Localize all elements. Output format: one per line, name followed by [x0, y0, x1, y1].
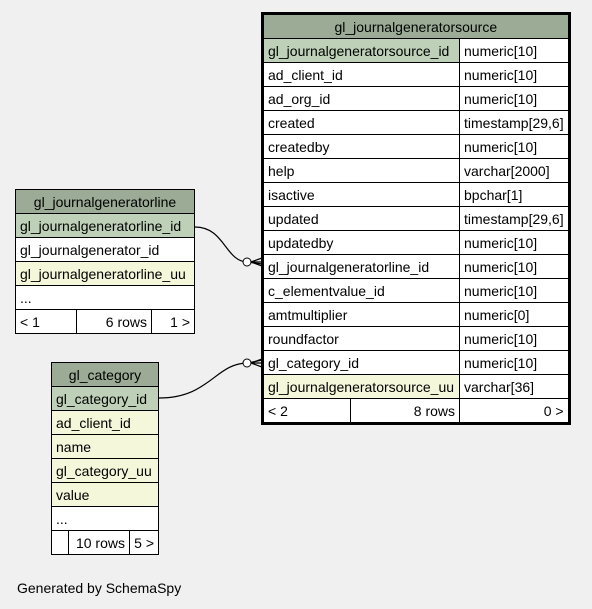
column-type[interactable]: varchar[36] [459, 374, 570, 399]
column-type[interactable]: numeric[10] [459, 62, 570, 87]
parents-count[interactable]: < 2 [262, 398, 351, 424]
column-name[interactable]: amtmultiplier [262, 302, 460, 327]
children-count[interactable]: 1 > [151, 309, 195, 334]
column-type[interactable]: numeric[10] [459, 254, 570, 279]
column-type[interactable]: numeric[10] [459, 38, 570, 63]
column-name[interactable]: gl_category_id [51, 386, 159, 411]
column-name[interactable]: updatedby [262, 230, 460, 255]
children-count[interactable]: 0 > [459, 398, 570, 424]
column-name[interactable]: gl_category_id [262, 350, 460, 375]
table-row-ellipsis[interactable]: ... [15, 285, 195, 310]
column-name[interactable]: gl_journalgeneratorsource_id [262, 38, 460, 63]
column-name[interactable]: c_elementvalue_id [262, 278, 460, 303]
table-row[interactable]: gl_journalgeneratorline_id [15, 213, 195, 238]
column-name[interactable]: gl_journalgenerator_id [15, 237, 195, 262]
table-title[interactable]: gl_journalgeneratorline [15, 189, 195, 214]
column-name[interactable]: isactive [262, 182, 460, 207]
parents-count[interactable] [51, 530, 69, 555]
column-name[interactable]: gl_category_uu [51, 458, 159, 483]
column-name[interactable]: created [262, 110, 460, 135]
generated-by-label: Generated by SchemaSpy [17, 580, 182, 596]
more-columns[interactable]: ... [51, 506, 159, 531]
column-type[interactable]: numeric[10] [459, 326, 570, 351]
children-count[interactable]: 5 > [129, 530, 159, 555]
table-row[interactable]: gl_category_id [51, 386, 159, 411]
more-columns[interactable]: ... [15, 285, 195, 310]
edge-category-to-source-marker [242, 358, 252, 368]
table-title[interactable]: gl_journalgeneratorsource [262, 13, 570, 39]
column-name[interactable]: roundfactor [262, 326, 460, 351]
table-gl-journalgeneratorline[interactable]: gl_journalgeneratorline gl_journalgenera… [15, 189, 195, 334]
edge-category-to-source [158, 359, 263, 399]
table-row[interactable]: ad_client_id [51, 410, 159, 435]
column-name[interactable]: gl_journalgeneratorline_id [262, 254, 460, 279]
edge-line-to-source [194, 226, 263, 265]
column-type[interactable]: numeric[10] [459, 134, 570, 159]
table-row[interactable]: gl_journalgenerator_id [15, 237, 195, 262]
table-row[interactable]: gl_journalgeneratorline_uu [15, 261, 195, 286]
column-type[interactable]: varchar[2000] [459, 158, 570, 183]
edge-line-to-source-marker [242, 257, 252, 267]
column-name[interactable]: name [51, 434, 159, 459]
row-count[interactable]: 8 rows [350, 398, 460, 424]
column-name[interactable]: ad_org_id [262, 86, 460, 111]
column-type[interactable]: bpchar[1] [459, 182, 570, 207]
column-name[interactable]: ad_client_id [262, 62, 460, 87]
column-type[interactable]: timestamp[29,6] [459, 110, 570, 135]
column-type[interactable]: numeric[10] [459, 230, 570, 255]
table-row[interactable]: gl_category_uu [51, 458, 159, 483]
column-type[interactable]: numeric[10] [459, 350, 570, 375]
column-name[interactable]: updated [262, 206, 460, 231]
column-name[interactable]: help [262, 158, 460, 183]
column-name[interactable]: gl_journalgeneratorline_id [15, 213, 195, 238]
table-row[interactable]: value [51, 482, 159, 507]
column-name[interactable]: value [51, 482, 159, 507]
row-count[interactable]: 10 rows [68, 530, 130, 555]
column-name[interactable]: gl_journalgeneratorsource_uu [262, 374, 460, 399]
table-row[interactable]: name [51, 434, 159, 459]
parents-count[interactable]: < 1 [15, 309, 77, 334]
table-title[interactable]: gl_category [51, 362, 159, 387]
column-type[interactable]: numeric[0] [459, 302, 570, 327]
column-name[interactable]: gl_journalgeneratorline_uu [15, 261, 195, 286]
column-name[interactable]: ad_client_id [51, 410, 159, 435]
table-gl-journalgeneratorsource[interactable]: gl_journalgeneratorsource gl_journalgene… [261, 12, 571, 425]
column-type[interactable]: timestamp[29,6] [459, 206, 570, 231]
column-name[interactable]: createdby [262, 134, 460, 159]
row-count[interactable]: 6 rows [76, 309, 152, 334]
column-type[interactable]: numeric[10] [459, 278, 570, 303]
column-type[interactable]: numeric[10] [459, 86, 570, 111]
table-row-ellipsis[interactable]: ... [51, 506, 159, 531]
